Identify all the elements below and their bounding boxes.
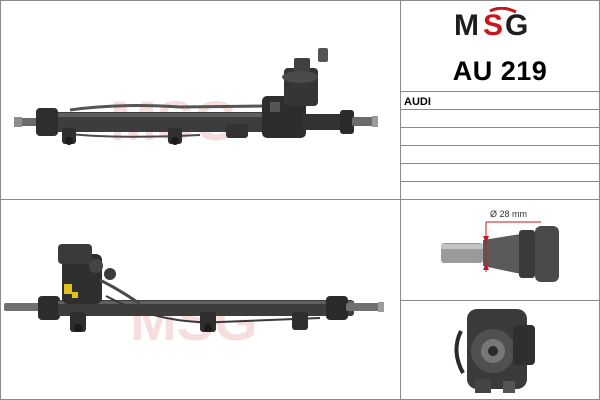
pinion-valve-detail xyxy=(454,309,535,393)
grid-divider-middle xyxy=(0,199,600,200)
grid-divider-detail xyxy=(400,300,600,301)
info-row-line xyxy=(400,145,600,146)
grid-divider-vertical xyxy=(400,0,401,400)
msg-logo: M S G xyxy=(454,7,528,41)
info-row-line xyxy=(400,109,600,110)
info-row-line xyxy=(400,163,600,164)
steering-rack-side-view: MSG xyxy=(4,244,384,352)
info-row-line xyxy=(400,91,600,92)
svg-text:G: G xyxy=(505,9,528,41)
steering-rack-top-view: MSG xyxy=(14,48,378,152)
svg-text:M: M xyxy=(454,9,480,41)
svg-text:S: S xyxy=(483,9,503,41)
vehicle-make: AUDI xyxy=(404,96,431,108)
info-row-line xyxy=(400,181,600,182)
product-code: AU 219 xyxy=(452,56,548,86)
shaft-end-detail xyxy=(441,221,559,282)
diameter-label: Ø 28 mm xyxy=(490,209,528,219)
info-row-line xyxy=(400,127,600,128)
